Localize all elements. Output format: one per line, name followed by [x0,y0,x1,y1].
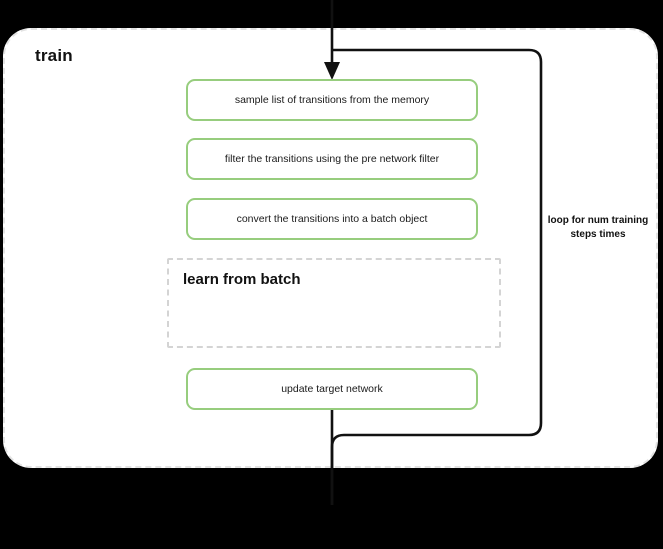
step-box-filter[interactable]: filter the transitions using the pre net… [186,138,478,180]
step-label: convert the transitions into a batch obj… [236,212,428,225]
step-label: update target network [281,382,383,395]
step-box-convert[interactable]: convert the transitions into a batch obj… [186,198,478,240]
step-label: sample list of transitions from the memo… [234,93,430,106]
step-box-update-target-network[interactable]: update target network [186,368,478,410]
step-box-sample[interactable]: sample list of transitions from the memo… [186,79,478,121]
subblock-learn-from-batch[interactable]: learn from batch [167,258,501,348]
subblock-title: learn from batch [183,271,301,288]
loop-label: loop for num training steps times [547,215,649,240]
page-title: train [35,46,73,65]
step-label: filter the transitions using the pre net… [224,152,440,165]
